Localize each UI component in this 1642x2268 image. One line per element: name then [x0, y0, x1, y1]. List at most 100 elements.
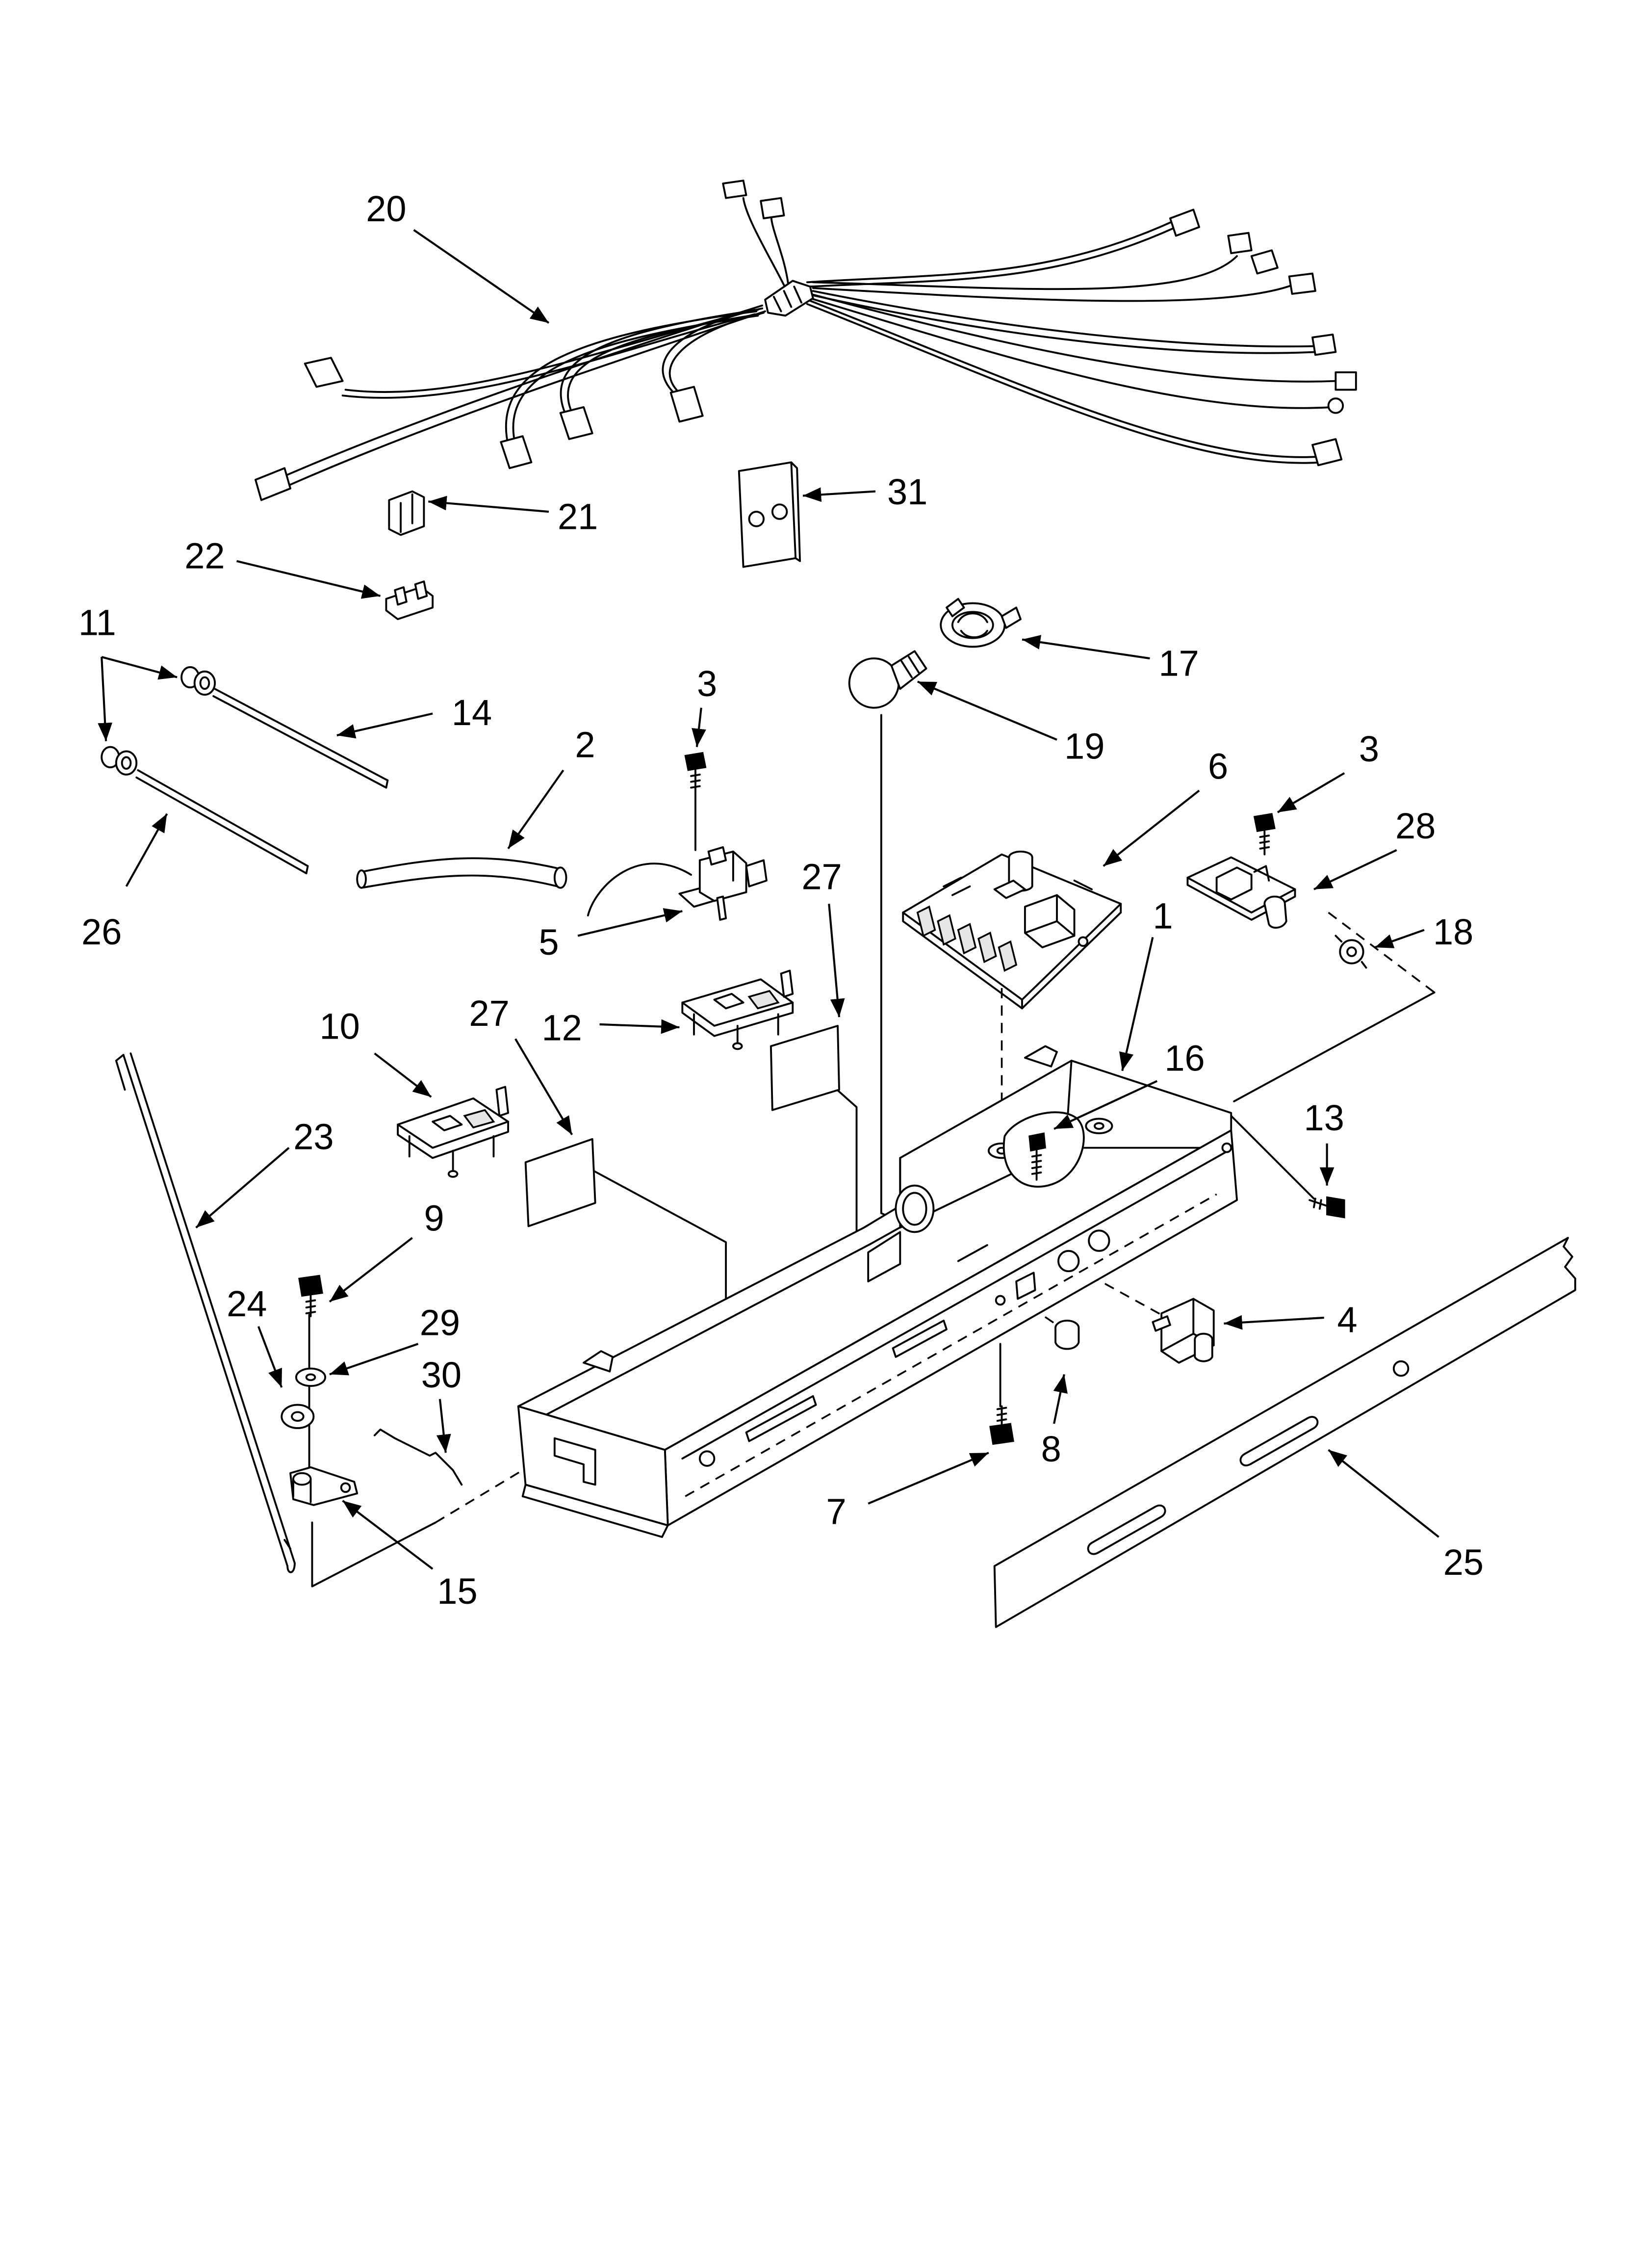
part-3-screw-left — [684, 752, 707, 851]
callout-23: 23 — [293, 1117, 334, 1157]
leader-arrow-31 — [802, 487, 876, 502]
callout-8: 8 — [1041, 1429, 1061, 1469]
leader-arrow-12 — [599, 1019, 680, 1034]
part-17-lamp-socket — [940, 598, 1022, 648]
callout-18: 18 — [1433, 912, 1473, 952]
callout-labels: 20 21 31 22 11 14 3 2 17 19 6 3 28 26 5 27 1 18 16 10 27 12 23… — [78, 188, 1484, 1612]
callout-27: 27 — [801, 857, 842, 897]
callout-16: 16 — [1164, 1038, 1205, 1079]
leader-arrow-2 — [507, 769, 564, 850]
leader-arrow-20 — [413, 229, 550, 324]
callout-22: 22 — [184, 535, 225, 576]
part-14-rod — [212, 688, 389, 789]
callout-7: 7 — [826, 1491, 847, 1532]
part-28-switch-board — [1186, 856, 1296, 929]
leader-arrow-15 — [342, 1500, 434, 1570]
callout-27: 27 — [469, 993, 509, 1034]
leader-arrow-24 — [257, 1326, 283, 1388]
part-11-grommets — [101, 666, 216, 776]
leader-arrow-19 — [917, 680, 1057, 741]
callout-9: 9 — [424, 1198, 444, 1238]
callout-25: 25 — [1443, 1542, 1484, 1583]
callout-21: 21 — [558, 496, 598, 537]
leader-arrow-18 — [1374, 929, 1425, 949]
part-12-bracket — [681, 969, 794, 1050]
leader-arrow-9 — [329, 1237, 413, 1303]
callout-19: 19 — [1064, 726, 1104, 766]
leader-arrow-4 — [1224, 1315, 1324, 1330]
callout-17: 17 — [1159, 643, 1199, 684]
callout-3: 3 — [1359, 729, 1379, 769]
leader-arrow-3 — [1277, 772, 1345, 813]
part-6-control-board — [902, 850, 1122, 1010]
part-24-washer — [281, 1404, 315, 1429]
callout-4: 4 — [1337, 1300, 1357, 1340]
callout-1: 1 — [1153, 896, 1173, 937]
part-7-screw — [989, 1405, 1014, 1445]
part-8-button — [1054, 1319, 1080, 1350]
part-4-switch — [1152, 1298, 1215, 1364]
leader-arrow-28 — [1313, 849, 1397, 890]
callout-5: 5 — [539, 922, 559, 963]
leader-arrow-3 — [692, 707, 706, 747]
callout-24: 24 — [227, 1283, 267, 1324]
callout-30: 30 — [421, 1355, 462, 1395]
callout-13: 13 — [1304, 1097, 1344, 1138]
leader-arrow-14 — [336, 712, 433, 739]
part-15-bracket — [289, 1466, 359, 1506]
part-2-tube — [356, 857, 567, 889]
callout-14: 14 — [452, 692, 492, 733]
leader-arrow-16 — [1053, 1080, 1158, 1130]
part-27-label-upper — [770, 1025, 840, 1111]
leader-arrow-21 — [428, 495, 549, 513]
leader-arrow-11 — [98, 656, 113, 741]
leader-arrow-27 — [514, 1038, 573, 1136]
part-31-plate — [738, 461, 801, 568]
callout-3: 3 — [697, 663, 717, 704]
leader-arrow-29 — [329, 1343, 419, 1376]
callout-29: 29 — [420, 1302, 460, 1343]
callout-15: 15 — [437, 1571, 477, 1612]
callout-31: 31 — [887, 471, 927, 512]
callout-26: 26 — [81, 912, 122, 952]
leader-arrow-25 — [1328, 1449, 1439, 1538]
part-30-wire — [373, 1428, 463, 1486]
callout-6: 6 — [1208, 746, 1228, 787]
leader-arrow-23 — [195, 1147, 290, 1229]
leader-arrow-11 — [101, 656, 178, 680]
leader-arrow-7 — [868, 1452, 989, 1505]
leader-arrow-26 — [125, 813, 168, 887]
part-3-screw-right — [1253, 813, 1276, 856]
part-18-clip — [1334, 935, 1367, 969]
callout-20: 20 — [366, 188, 406, 229]
part-25-trim-panel — [993, 1237, 1576, 1628]
leader-arrow-10 — [374, 1052, 432, 1098]
part-22-clip — [385, 580, 434, 621]
part-9-screw — [298, 1275, 323, 1317]
part-27-label-lower — [524, 1138, 596, 1227]
part-20-wire-harness — [255, 180, 1357, 501]
part-21-clip — [388, 490, 425, 536]
part-26-rod — [135, 769, 309, 875]
part-23-rod — [115, 1052, 296, 1573]
leader-arrow-30 — [436, 1399, 451, 1453]
part-16-plug — [1002, 1111, 1085, 1188]
leader-arrow-8 — [1053, 1374, 1068, 1424]
leader-arrow-5 — [577, 908, 683, 937]
callout-28: 28 — [1395, 806, 1436, 846]
callout-12: 12 — [541, 1008, 582, 1048]
part-5-switch — [587, 846, 768, 921]
leader-arrow-17 — [1022, 635, 1150, 660]
callout-2: 2 — [575, 724, 595, 765]
leader-arrow-1 — [1119, 937, 1154, 1071]
leader-arrow-6 — [1103, 789, 1200, 867]
callout-10: 10 — [320, 1006, 360, 1047]
callout-11: 11 — [78, 602, 116, 643]
part-10-bracket — [397, 1086, 509, 1178]
leader-arrow-22 — [236, 560, 381, 599]
part-13-screw — [1308, 1196, 1345, 1219]
part-29-washer — [295, 1367, 327, 1387]
leader-arrow-27 — [828, 904, 845, 1017]
